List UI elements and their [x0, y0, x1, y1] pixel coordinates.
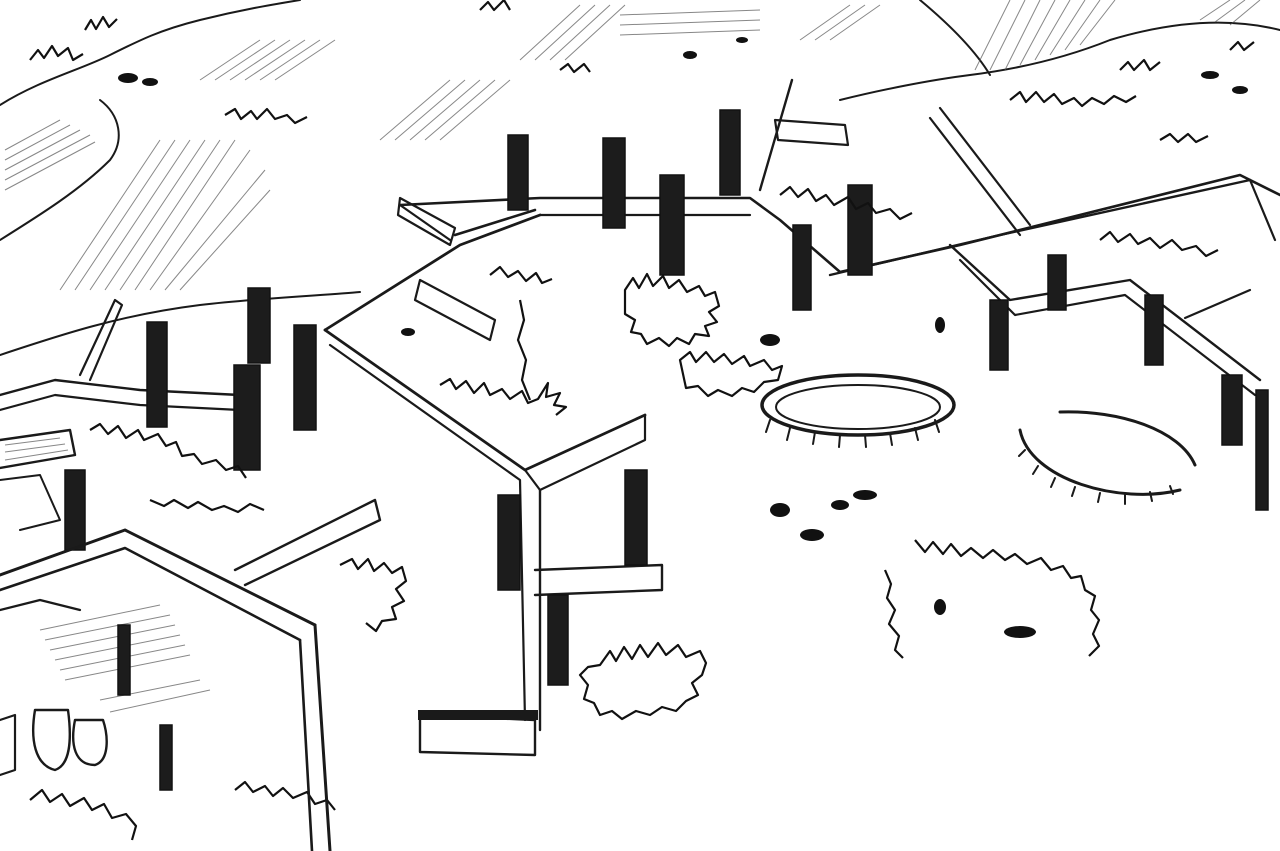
post — [507, 134, 529, 211]
post — [247, 287, 271, 364]
shrub — [779, 185, 913, 221]
post — [1255, 389, 1269, 511]
post — [233, 364, 261, 471]
background-vegetation — [29, 0, 1255, 144]
post — [792, 224, 812, 311]
hatching-right — [974, 0, 1261, 71]
ground-marks — [401, 317, 1036, 638]
post — [293, 324, 317, 431]
shrub — [623, 272, 721, 348]
shrub — [439, 377, 568, 416]
shrub — [1099, 230, 1219, 258]
pool-ring — [1018, 428, 1182, 496]
hatching-center — [379, 4, 881, 141]
post — [497, 494, 521, 591]
post — [1221, 374, 1243, 446]
hillside-background — [0, 0, 1280, 356]
shrub — [89, 422, 247, 479]
shrub — [149, 498, 265, 514]
post — [624, 469, 648, 566]
post — [159, 724, 173, 791]
shrub — [914, 539, 1101, 657]
shrubs — [29, 185, 1219, 841]
post — [719, 109, 741, 196]
post — [1047, 254, 1067, 311]
ruined-hut — [0, 428, 332, 851]
shrub — [29, 788, 138, 841]
pool-ring — [760, 373, 956, 437]
hatching-left — [4, 39, 336, 291]
post — [659, 174, 685, 276]
shrub — [234, 780, 336, 811]
post — [64, 469, 86, 551]
shrub — [489, 265, 553, 401]
foundation-walls — [0, 78, 1280, 757]
post — [847, 184, 873, 276]
vessel — [32, 708, 71, 772]
post — [117, 624, 131, 696]
shrub — [678, 350, 784, 398]
circular-pools — [760, 373, 1197, 505]
background-dots — [118, 37, 1248, 94]
shrub — [883, 569, 904, 659]
shrub — [578, 641, 708, 721]
vessel — [72, 718, 108, 767]
post — [1144, 294, 1164, 366]
post — [989, 299, 1009, 371]
post — [547, 594, 569, 686]
shrub — [339, 557, 408, 633]
post — [602, 137, 626, 229]
post — [146, 321, 168, 428]
timber-posts — [64, 109, 1269, 686]
